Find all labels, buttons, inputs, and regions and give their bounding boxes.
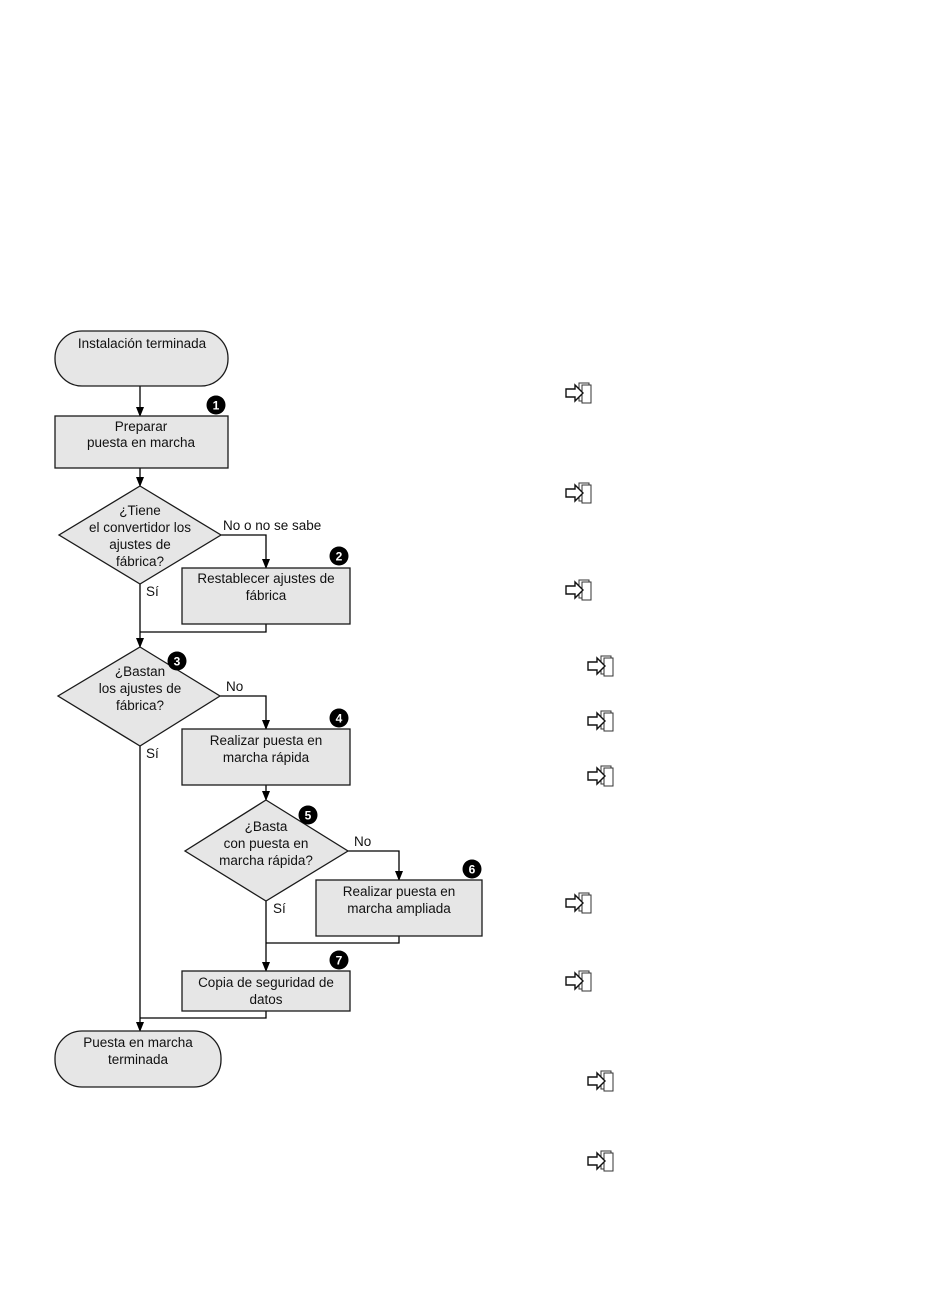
manual-reference-icon[interactable] [587,765,614,787]
q-factory-line4: fábrica? [116,554,164,569]
q-quick-line1: ¿Basta [245,819,288,834]
q-factory-line2: el convertidor los [89,520,191,535]
edge-label-yes-2: Sí [146,746,159,761]
step-badge-2: 2 [329,546,349,566]
start-label: Instalación terminada [78,336,207,351]
quick-commissioning-step: Realizar puesta en marcha rápida [181,728,351,786]
data-backup-step: Copia de seguridad de datos [181,970,351,1012]
quick-label-line1: Realizar puesta en [210,733,323,748]
backup-label-line2: datos [249,992,282,1007]
svg-text:6: 6 [469,863,476,877]
q-quick-line3: marcha rápida? [219,853,313,868]
manual-reference-icon[interactable] [587,710,614,732]
edge-label-no-or-unknown: No o no se sabe [223,518,321,533]
prepare-label-line1: Preparar [115,419,168,434]
svg-text:1: 1 [213,399,220,413]
q-enough-line1: ¿Bastan [115,664,165,679]
extended-commissioning-step: Realizar puesta en marcha ampliada [315,879,483,937]
edge-label-no-3: No [354,834,371,849]
step-badge-6: 6 [462,859,482,879]
manual-reference-icon[interactable] [587,655,614,677]
svg-text:4: 4 [336,712,343,726]
step-badge-4: 4 [329,708,349,728]
manual-reference-icon[interactable] [565,382,592,404]
q-quick-line2: con puesta en [224,836,309,851]
step-badge-3: 3 [167,651,187,671]
extended-label-line2: marcha ampliada [347,901,451,916]
prepare-commissioning-step: Preparar puesta en marcha [54,415,229,469]
quick-label-line2: marcha rápida [223,750,310,765]
step-badge-7: 7 [329,950,349,970]
edge-label-yes-1: Sí [146,584,159,599]
manual-reference-icon[interactable] [587,1070,614,1092]
svg-text:7: 7 [336,954,343,968]
q-factory-line1: ¿Tiene [119,503,161,518]
svg-text:2: 2 [336,550,343,564]
start-terminal: Instalación terminada [54,330,229,387]
edge-label-yes-3: Sí [273,901,286,916]
end-label-line1: Puesta en marcha [83,1035,193,1050]
step-badge-5: 5 [298,805,318,825]
manual-reference-icon[interactable] [565,579,592,601]
end-label-line2: terminada [108,1052,169,1067]
manual-reference-icon[interactable] [565,892,592,914]
svg-text:5: 5 [305,809,312,823]
manual-reference-icon[interactable] [565,482,592,504]
svg-text:3: 3 [174,655,181,669]
factory-settings-decision: ¿Tiene el convertidor los ajustes de fáb… [57,485,223,585]
edge-label-no-2: No [226,679,243,694]
reset-label-line1: Restablecer ajustes de [197,571,334,586]
end-terminal: Puesta en marcha terminada [54,1030,222,1088]
backup-label-line1: Copia de seguridad de [198,975,334,990]
reset-label-line2: fábrica [246,588,287,603]
q-factory-line3: ajustes de [109,537,171,552]
extended-label-line1: Realizar puesta en [343,884,456,899]
reset-factory-settings-step: Restablecer ajustes de fábrica [181,567,351,625]
step-badge-1: 1 [206,395,226,415]
q-enough-line2: los ajustes de [99,681,182,696]
prepare-label-line2: puesta en marcha [87,435,196,450]
q-enough-line3: fábrica? [116,698,164,713]
quick-enough-decision: ¿Basta con puesta en marcha rápida? [183,799,350,902]
manual-reference-icon[interactable] [587,1150,614,1172]
factory-enough-decision: ¿Bastan los ajustes de fábrica? [56,646,222,747]
connectors [136,386,403,1032]
manual-reference-icon[interactable] [565,970,592,992]
